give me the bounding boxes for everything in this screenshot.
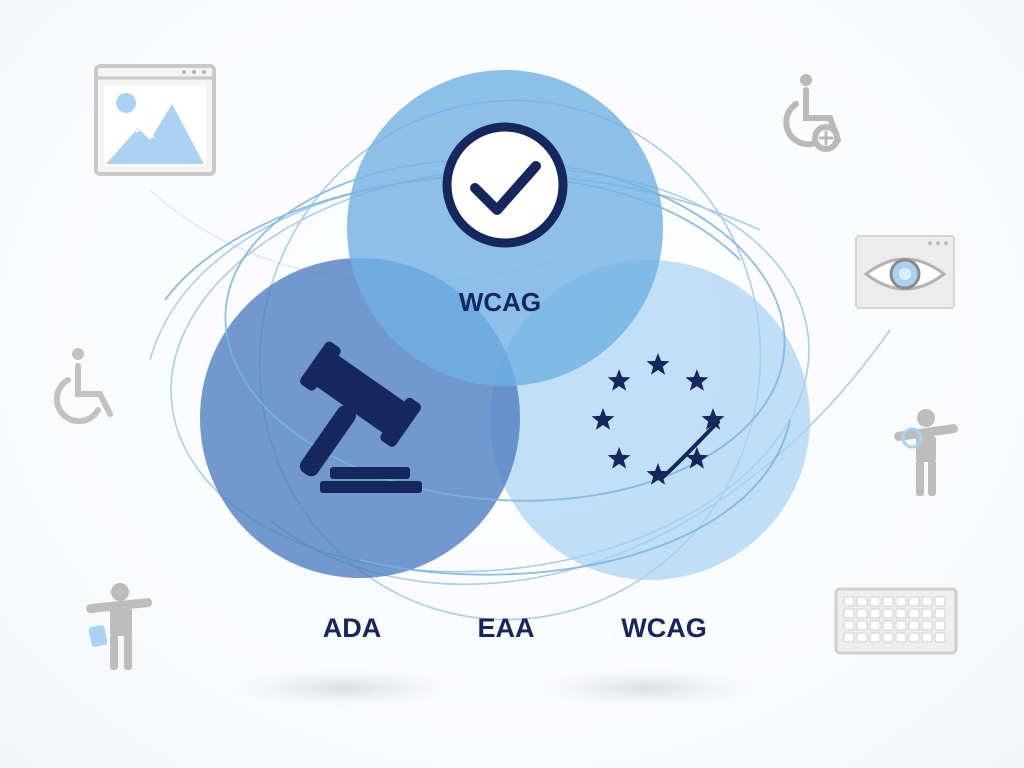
- keyboard-key: [908, 632, 920, 643]
- eu-star: [685, 369, 709, 391]
- eu-stars-swoosh: [660, 420, 720, 480]
- eu-star: [607, 446, 631, 469]
- keyboard-key: [934, 632, 946, 643]
- keyboard-key: [843, 620, 855, 631]
- wheelchair-plus-icon: [783, 74, 841, 152]
- keyboard-key: [921, 608, 933, 619]
- keyboard-key: [895, 620, 907, 631]
- keyboard-key: [869, 632, 881, 643]
- keyboard-key: [869, 620, 881, 631]
- eu-star: [701, 408, 725, 430]
- keyboard-key: [882, 596, 894, 607]
- keyboard-key: [843, 632, 855, 643]
- eu-star: [646, 463, 670, 485]
- person-with-bag-icon: [86, 583, 152, 670]
- keyboard-key: [856, 596, 868, 607]
- keyboard-key: [908, 596, 920, 607]
- keyboard-key: [908, 620, 920, 631]
- keyboard-key: [882, 632, 894, 643]
- accessibility-person-icon: [894, 409, 958, 496]
- eu-star: [685, 446, 709, 469]
- keyboard-key: [895, 632, 907, 643]
- keyboard-key: [921, 620, 933, 631]
- checkmark-circle-icon: [442, 122, 568, 248]
- keyboard-key: [856, 632, 868, 643]
- keyboard-key: [921, 596, 933, 607]
- label-eaa: EAA: [477, 613, 534, 643]
- image-window-icon: [94, 64, 216, 176]
- keyboard-key: [921, 632, 933, 643]
- keyboard-key: [934, 620, 946, 631]
- keyboard-key: [882, 620, 894, 631]
- wheelchair-icon: [53, 348, 113, 425]
- keyboard-key: [895, 608, 907, 619]
- keyboard-key: [934, 596, 946, 607]
- shadow-left: [230, 668, 460, 708]
- keyboard-key: [869, 596, 881, 607]
- keyboard-key: [908, 608, 920, 619]
- shadow-right: [530, 668, 760, 708]
- keyboard-icon: [834, 587, 958, 655]
- label-ada: ADA: [323, 613, 382, 643]
- keyboard-key: [869, 608, 881, 619]
- wcag-circle-label: WCAG: [459, 287, 541, 317]
- keyboard-key: [843, 608, 855, 619]
- eu-star: [646, 353, 670, 375]
- keyboard-key: [895, 596, 907, 607]
- label-wcag: WCAG: [621, 613, 706, 643]
- keyboard-key: [882, 608, 894, 619]
- keyboard-key: [843, 596, 855, 607]
- gavel-icon: [299, 341, 422, 493]
- eu-star: [591, 408, 615, 430]
- keyboard-key: [934, 608, 946, 619]
- eu-star: [607, 369, 631, 391]
- keyboard-key: [856, 620, 868, 631]
- keyboard-key: [856, 608, 868, 619]
- eu-stars-icon: [591, 353, 725, 485]
- eye-window-icon: [855, 235, 955, 309]
